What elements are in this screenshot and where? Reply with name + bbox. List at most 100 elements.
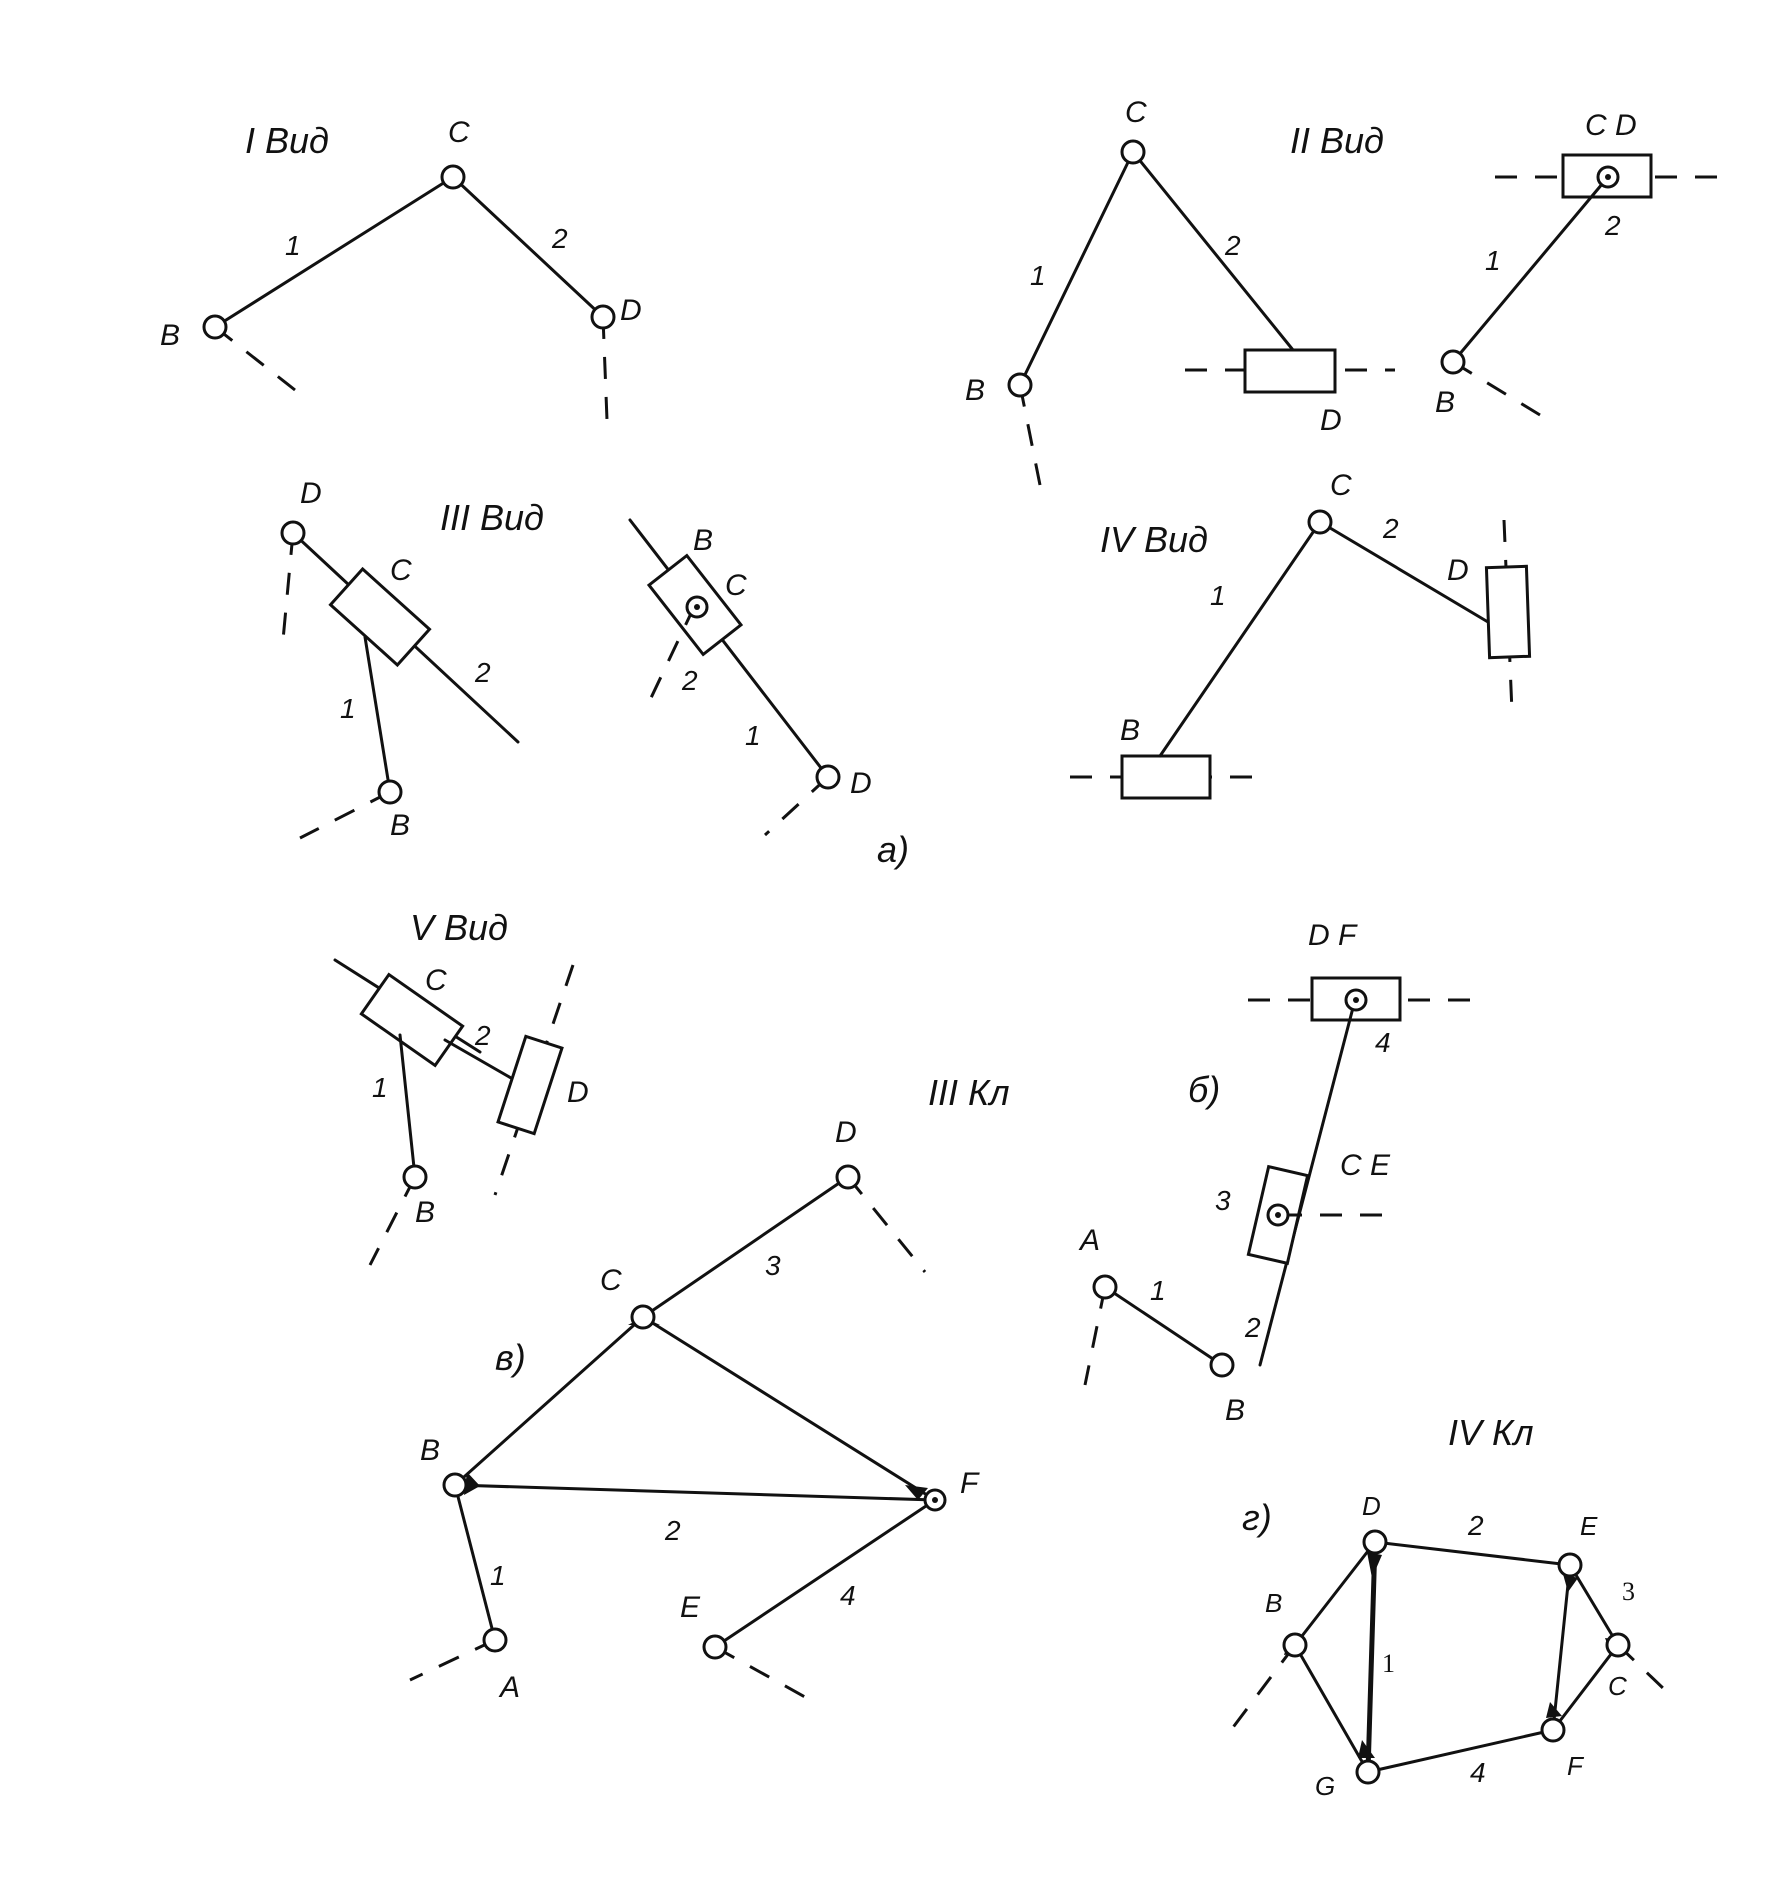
joint-C-center xyxy=(694,604,700,610)
link-1 xyxy=(363,635,392,794)
title-III-vid: III Вид xyxy=(440,497,544,538)
link-4 xyxy=(713,1498,937,1649)
link-2 xyxy=(453,1483,937,1502)
label-C: C xyxy=(1608,1671,1627,1701)
label-link-1: 1 xyxy=(1485,245,1501,276)
rigid-corner xyxy=(464,1472,480,1495)
label-E: E xyxy=(680,1591,701,1624)
label-D: D xyxy=(835,1116,857,1149)
label-F: F xyxy=(960,1467,980,1500)
link-3 xyxy=(1551,1643,1620,1732)
label-link-1: 1 xyxy=(745,720,761,751)
link-1 xyxy=(453,1483,497,1642)
link-3 xyxy=(1551,1563,1572,1732)
label-D: D xyxy=(300,477,322,510)
joint-D xyxy=(815,764,841,790)
label-DF: D F xyxy=(1308,919,1358,952)
frame-line xyxy=(763,775,830,837)
label-link-4: 4 xyxy=(1375,1027,1391,1058)
label-link-2: 2 xyxy=(664,1515,681,1546)
group-I-vid: I Вид B C D 1 2 xyxy=(160,116,642,421)
subfigure-g: г) xyxy=(1242,1497,1272,1538)
label-link-1: 1 xyxy=(340,693,356,724)
joint-B xyxy=(402,1164,428,1190)
label-E: E xyxy=(1580,1511,1598,1541)
slider-D xyxy=(1484,564,1532,660)
link-3 xyxy=(641,1175,850,1319)
subfigure-b: б) xyxy=(1188,1069,1220,1110)
joint-F xyxy=(1540,1717,1566,1743)
label-link-2: 2 xyxy=(1382,513,1399,544)
label-link-2: 2 xyxy=(474,657,491,688)
title-V-vid: V Вид xyxy=(410,907,508,948)
label-link-2: 2 xyxy=(551,223,568,254)
title-I-vid: I Вид xyxy=(245,120,329,161)
frame-line xyxy=(299,790,391,840)
label-B: B xyxy=(1120,714,1140,747)
link-1 xyxy=(1103,1285,1224,1367)
label-link-3: 3 xyxy=(1622,1577,1635,1606)
label-B: B xyxy=(693,524,713,557)
title-IV-kl: IV Кл xyxy=(1448,1412,1534,1453)
label-B: B xyxy=(1435,386,1455,419)
frame-line xyxy=(368,1176,417,1266)
label-B: B xyxy=(160,319,180,352)
label-G: G xyxy=(1315,1771,1335,1801)
joint-B xyxy=(1209,1352,1235,1378)
frame-line xyxy=(281,532,295,641)
frame-line xyxy=(214,325,296,392)
frame-line xyxy=(1452,360,1541,417)
label-C: C xyxy=(600,1264,622,1297)
label-B: B xyxy=(1265,1588,1282,1618)
label-link-2: 2 xyxy=(1604,210,1621,241)
frame-line xyxy=(1083,1286,1107,1386)
joint-C xyxy=(1605,1632,1631,1658)
link-1 xyxy=(1158,520,1322,758)
joint-D xyxy=(835,1164,861,1190)
label-link-1: 1 xyxy=(1382,1649,1395,1678)
label-CE: C E xyxy=(1340,1149,1391,1182)
frame-line xyxy=(714,1645,806,1699)
slider-C xyxy=(328,566,432,668)
label-D: D xyxy=(1320,404,1342,437)
frame-line xyxy=(1223,1644,1297,1739)
link-1 xyxy=(213,175,455,329)
label-D: D xyxy=(620,294,642,327)
joint-C xyxy=(630,1304,656,1330)
group-III-vid-a: III Вид D C B 1 2 xyxy=(280,477,544,842)
slider-D xyxy=(496,1034,564,1136)
joint-B xyxy=(442,1472,468,1498)
label-D: D xyxy=(567,1076,589,1109)
rigid-corner xyxy=(1367,1552,1382,1578)
label-link-2: 2 xyxy=(1224,230,1241,261)
label-link-3: 3 xyxy=(1215,1185,1231,1216)
label-link-4: 4 xyxy=(1470,1757,1486,1788)
label-B: B xyxy=(390,809,410,842)
joint-D xyxy=(1362,1529,1388,1555)
link-1 xyxy=(1451,175,1610,364)
frame-line xyxy=(601,316,609,421)
group-V-vid: V Вид C D B 1 2 xyxy=(333,907,589,1266)
joint-D xyxy=(280,520,306,546)
link-1 xyxy=(1018,150,1135,387)
subfigure-v: в) xyxy=(495,1337,526,1378)
label-B: B xyxy=(965,374,985,407)
joint-A xyxy=(482,1627,508,1653)
label-link-1: 1 xyxy=(1150,1275,1166,1306)
slider-D xyxy=(1243,348,1337,394)
label-B: B xyxy=(420,1434,440,1467)
label-D: D xyxy=(1362,1491,1381,1521)
link-1-side xyxy=(1293,1540,1377,1647)
group-b: D F 4 б) C E 3 A 1 2 B xyxy=(1078,919,1478,1427)
label-link-2: 2 xyxy=(1467,1510,1484,1541)
joint-B xyxy=(202,314,228,340)
link-2 xyxy=(1131,150,1295,352)
link-2 xyxy=(1318,520,1490,624)
label-B: B xyxy=(1225,1394,1245,1427)
title-II-vid: II Вид xyxy=(1290,120,1384,161)
link-1 xyxy=(1365,1539,1378,1775)
slider-C xyxy=(359,972,465,1068)
joint-C-center xyxy=(1605,174,1611,180)
joint-E xyxy=(1557,1552,1583,1578)
